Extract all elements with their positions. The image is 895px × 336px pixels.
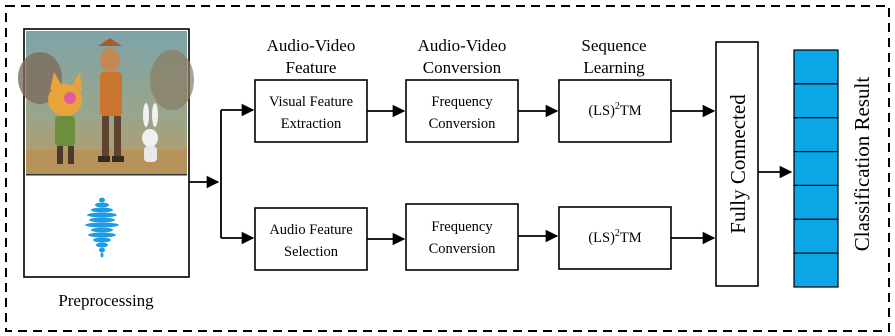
result-cell [793, 218, 839, 254]
waveform-segment [87, 212, 117, 218]
header-conversion-line1: Audio-Video [418, 36, 507, 55]
waveform-segment [91, 227, 113, 233]
header-sequence-line1: Sequence [581, 36, 646, 55]
waveform-segment [89, 217, 115, 223]
header-feature-line1: Audio-Video [267, 36, 356, 55]
result-cell [793, 83, 839, 119]
stage-header-feature: Audio-Video Feature [267, 36, 356, 77]
waveform-segment [95, 202, 109, 208]
visual-lstm-box: (LS)2TM [558, 79, 672, 143]
waveform-segment [96, 242, 108, 248]
audio-conversion-line2: Conversion [429, 241, 497, 257]
visual-conversion-line1: Frequency [431, 94, 493, 110]
audio-conversion-line1: Frequency [431, 219, 493, 235]
result-cell [793, 184, 839, 220]
result-cell [793, 117, 839, 153]
visual-conversion-line2: Conversion [429, 116, 497, 132]
classification-result-column [793, 49, 839, 288]
audio-waveform-icon [85, 197, 119, 258]
classification-result-label: Classification Result [850, 77, 874, 252]
audio-selection-line1: Audio Feature [269, 222, 352, 238]
waveform-segment [100, 252, 104, 258]
result-cell [793, 252, 839, 288]
visual-extraction-line2: Extraction [281, 116, 342, 132]
fully-connected-label: Fully Connected [726, 94, 750, 234]
waveform-segment [93, 237, 111, 243]
visual-extraction-line1: Visual Feature [269, 94, 353, 110]
header-sequence-line2: Learning [583, 58, 645, 77]
audio-selection-line2: Selection [284, 244, 339, 260]
waveform-segment [85, 222, 119, 228]
result-cell [793, 49, 839, 85]
visual-lstm-label: (LS)2TM [588, 101, 641, 119]
waveform-segment [88, 232, 116, 238]
preprocessing-panel: Preprocessing [18, 28, 194, 310]
visual-frequency-conversion-box: Frequency Conversion [405, 79, 519, 143]
audio-feature-selection-box: Audio Feature Selection [254, 207, 368, 271]
header-feature-line2: Feature [286, 58, 337, 77]
waveform-segment [99, 247, 105, 253]
video-frame-thumbnail [18, 31, 194, 174]
result-cell [793, 151, 839, 187]
audio-lstm-label: (LS)2TM [588, 228, 641, 246]
stage-header-conversion: Audio-Video Conversion [418, 36, 507, 77]
dashed-frame [5, 5, 890, 332]
audio-lstm-box: (LS)2TM [558, 206, 672, 270]
visual-feature-extraction-box: Visual Feature Extraction [254, 79, 368, 143]
header-conversion-line2: Conversion [423, 58, 502, 77]
audio-frequency-conversion-box: Frequency Conversion [405, 203, 519, 271]
stage-header-sequence: Sequence Learning [581, 36, 646, 77]
preprocessing-label: Preprocessing [58, 291, 154, 310]
waveform-segment [99, 197, 105, 203]
fully-connected-box: Fully Connected [715, 41, 759, 287]
waveform-segment [91, 207, 113, 213]
